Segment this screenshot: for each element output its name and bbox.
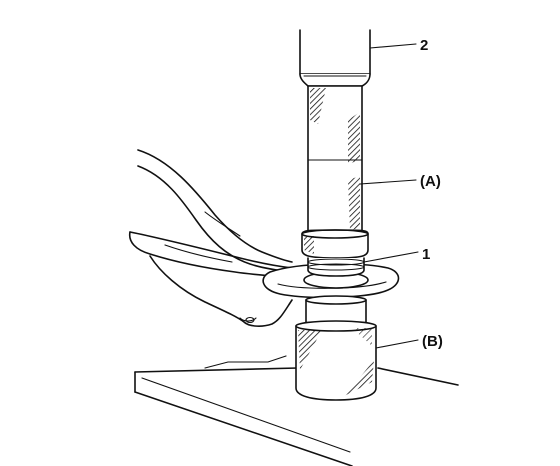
callout-2: 2 <box>420 37 428 54</box>
leader-1 <box>363 251 419 263</box>
press-ram <box>299 29 371 87</box>
special-tool-a <box>301 85 369 259</box>
leader-b <box>375 339 419 349</box>
callout-b: (B) <box>422 333 443 350</box>
leader-2 <box>369 43 417 49</box>
leader-a <box>359 179 417 185</box>
suspension-arm <box>128 149 293 327</box>
leader-lines <box>359 43 419 349</box>
workbench <box>134 355 459 466</box>
special-tool-b <box>295 295 377 401</box>
callout-1: 1 <box>422 246 430 263</box>
callout-a: (A) <box>420 173 441 190</box>
bushing-1 <box>307 257 365 277</box>
